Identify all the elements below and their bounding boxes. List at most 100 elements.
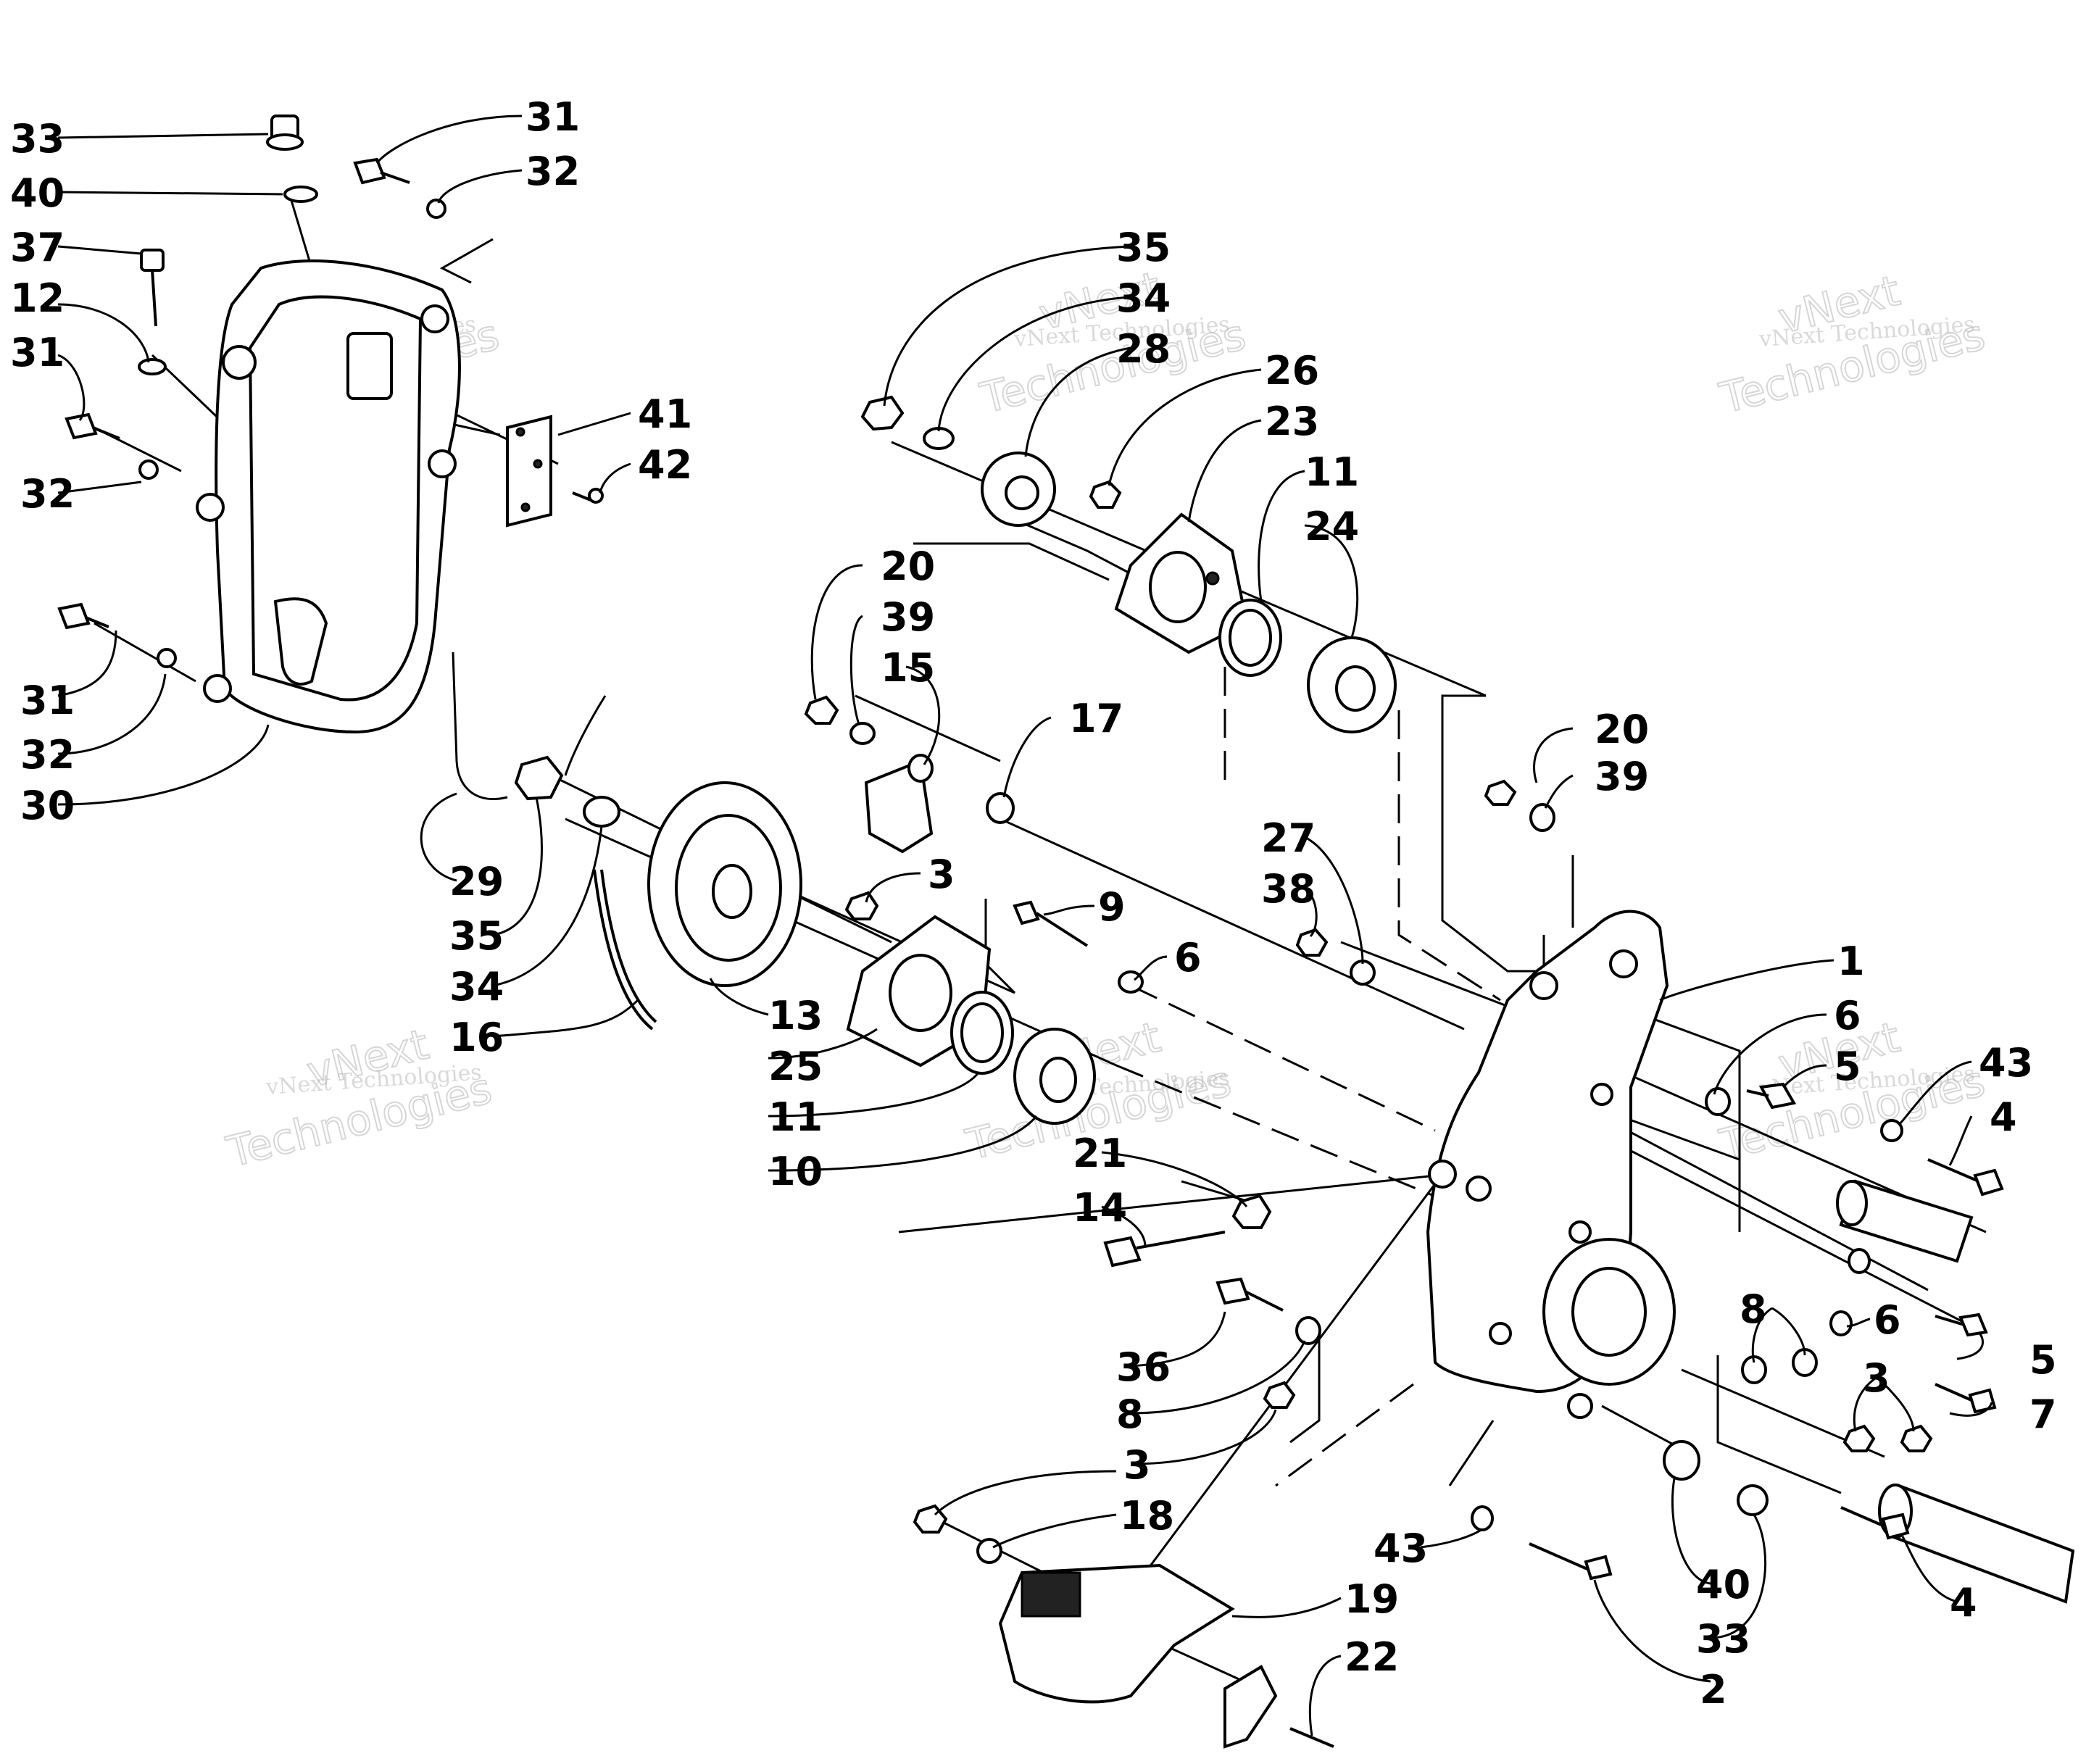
callout-33: 33: [1696, 1616, 1750, 1662]
washer-star-low: [157, 648, 177, 668]
callout-33: 33: [10, 116, 65, 162]
callout-11: 11: [1305, 449, 1359, 495]
callout-13: 13: [768, 993, 823, 1039]
callout-19: 19: [1345, 1576, 1399, 1622]
callout-20: 20: [881, 544, 935, 589]
plate: [506, 415, 552, 528]
callout-35: 35: [449, 913, 504, 959]
o-ring: [283, 186, 318, 203]
callout-38: 38: [1261, 866, 1316, 912]
nut-20-left: [804, 695, 839, 725]
callout-11: 11: [768, 1094, 823, 1140]
washer-27: [1350, 960, 1376, 986]
bolt-2: [1529, 1542, 1613, 1581]
callout-4: 4: [1990, 1094, 2017, 1140]
washer-8-c: [1295, 1316, 1321, 1345]
callout-39: 39: [1595, 754, 1649, 799]
callout-14: 14: [1073, 1185, 1127, 1231]
bearing-lower: [1013, 1028, 1096, 1125]
watermark-top-right: vNext vNext Technologies Technologies: [1714, 265, 1990, 424]
washer-6-c: [1848, 1248, 1871, 1274]
callout-26: 26: [1265, 348, 1319, 394]
washer-40-b: [1663, 1440, 1700, 1481]
bolt-mid: [65, 412, 120, 440]
nut-35-lower: [514, 755, 564, 801]
callout-30: 30: [20, 783, 75, 828]
nut-3-c: [1900, 1424, 1933, 1452]
callout-43: 43: [1979, 1040, 2033, 1086]
tab-22: [1223, 1665, 1334, 1749]
callout-8: 8: [1116, 1391, 1144, 1437]
callout-34: 34: [1116, 275, 1171, 321]
washer-star-top: [426, 199, 446, 219]
callout-18: 18: [1120, 1493, 1174, 1539]
callout-9: 9: [1098, 884, 1126, 930]
callout-39: 39: [881, 594, 935, 640]
mount-bracket: [998, 1563, 1235, 1704]
callout-3: 3: [928, 852, 955, 897]
callout-31: 31: [20, 678, 75, 723]
callout-32: 32: [20, 471, 75, 517]
chaincase-housing: [1426, 910, 1676, 1419]
tensioner-arm: [864, 754, 934, 854]
washer-star-mid: [138, 459, 159, 480]
callout-6: 6: [1874, 1297, 1901, 1343]
callout-15: 15: [881, 645, 935, 691]
callout-27: 27: [1261, 815, 1316, 861]
seal-upper: [1218, 599, 1282, 677]
callout-23: 23: [1265, 399, 1319, 444]
bearing-upper: [1307, 636, 1397, 733]
plug: [266, 115, 304, 151]
shaft-upper: [1836, 1179, 1974, 1263]
callout-25: 25: [768, 1044, 823, 1089]
nut-3-a: [844, 891, 879, 920]
washer-39-right: [1529, 803, 1555, 832]
washer-39-left: [849, 722, 876, 745]
callout-20: 20: [1595, 707, 1649, 752]
dipstick-tube: [452, 652, 607, 801]
callout-43: 43: [1374, 1526, 1428, 1571]
callout-28: 28: [1116, 326, 1171, 372]
chain: [593, 869, 657, 1031]
callout-31: 31: [10, 330, 65, 375]
callout-29: 29: [449, 859, 504, 904]
callout-37: 37: [10, 225, 65, 270]
bolt-top: [353, 157, 410, 185]
callout-40: 40: [10, 170, 65, 216]
callout-32: 32: [20, 732, 75, 778]
leader-lines: [57, 115, 1993, 1736]
callout-5: 5: [1834, 1044, 1861, 1089]
callout-10: 10: [768, 1149, 823, 1194]
callout-5: 5: [2029, 1337, 2057, 1383]
bolt-14: [1103, 1231, 1226, 1268]
callout-21: 21: [1073, 1131, 1127, 1176]
callout-24: 24: [1305, 504, 1359, 549]
callout-2: 2: [1700, 1667, 1727, 1713]
callout-7: 7: [2029, 1391, 2057, 1437]
callout-17: 17: [1069, 696, 1123, 741]
callout-40: 40: [1696, 1562, 1750, 1607]
nut-upper: [860, 395, 905, 431]
callouts: 33 40 37 12 31 32 31 32 30 31 32 41 42 3…: [10, 94, 2057, 1713]
bolt-36: [1216, 1277, 1284, 1312]
callout-36: 36: [1116, 1344, 1171, 1390]
callout-12: 12: [10, 275, 65, 321]
callout-8: 8: [1740, 1286, 1767, 1332]
bolt-9: [1013, 900, 1089, 947]
callout-3: 3: [1863, 1355, 1890, 1401]
chaincase-cover: [196, 259, 461, 734]
callout-35: 35: [1116, 225, 1171, 270]
washer-18: [976, 1538, 1002, 1564]
washer-upper: [923, 427, 955, 450]
nut-38: [1295, 928, 1329, 957]
bolt-4-a: [1927, 1158, 2004, 1197]
bolt-7: [1935, 1383, 1997, 1414]
callout-42: 42: [638, 442, 692, 488]
washer-43-b: [1471, 1505, 1494, 1531]
callout-6: 6: [1834, 993, 1861, 1039]
callout-1: 1: [1837, 939, 1865, 984]
washer-6-b: [1705, 1087, 1731, 1116]
bearing-flange-upper: [1114, 512, 1249, 654]
nut-20-right: [1484, 779, 1517, 806]
